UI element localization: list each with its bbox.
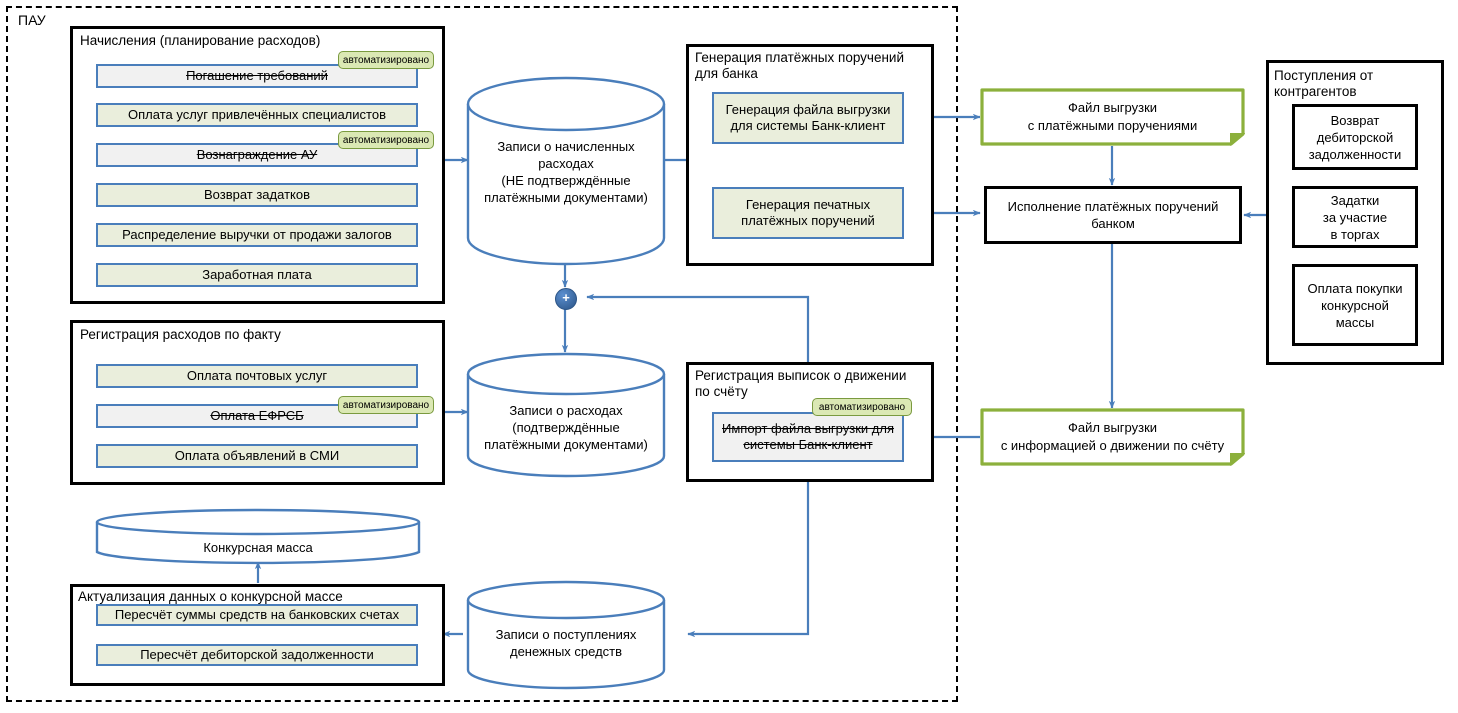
group-actualization-title: Актуализация данных о конкурсной массе xyxy=(78,589,343,604)
automation-tag-efrsb: автоматизировано xyxy=(338,396,434,414)
db-konkursnaya-massa: Конкурсная масса xyxy=(95,508,421,566)
proc-voznagrazhdenie-au[interactable]: Вознаграждение АУ xyxy=(96,143,418,167)
box-zadatki-za-uchastie: Задатки за участие в торгах xyxy=(1292,186,1418,248)
group-fact-expenses-title: Регистрация расходов по факту xyxy=(80,327,281,342)
file-payment-orders: Файл выгрузки с платёжными поручениями xyxy=(980,88,1245,146)
proc-pereschet-debitorskoi[interactable]: Пересчёт дебиторской задолженности xyxy=(96,644,418,666)
proc-zarabotnaya-plata[interactable]: Заработная плата xyxy=(96,263,418,287)
db-accrued-expenses-label: Записи о начисленных расходах (НЕ подтве… xyxy=(484,139,648,205)
db-accrued-expenses: Записи о начисленных расходах (НЕ подтве… xyxy=(466,76,666,266)
group-counterparties-title: Поступления от контрагентов xyxy=(1274,68,1374,99)
proc-oplata-pochtovyh-uslug[interactable]: Оплата почтовых услуг xyxy=(96,364,418,388)
proc-pereschet-summy-sredstv[interactable]: Пересчёт суммы средств на банковских сче… xyxy=(96,604,418,626)
proc-pogashenie-trebovanii[interactable]: Погашение требований xyxy=(96,64,418,88)
automation-tag-voznagrazhdenie: автоматизировано xyxy=(338,131,434,149)
group-accruals-title: Начисления (планирование расходов) xyxy=(80,33,321,48)
org-boundary xyxy=(6,6,958,702)
db-cash-receipts: Записи о поступлениях денежных средств xyxy=(466,580,666,690)
merge-junction xyxy=(555,288,577,310)
db-confirmed-expenses-label: Записи о расходах (подтверждённые платёж… xyxy=(484,403,648,452)
proc-raspredelenie-vyruchki[interactable]: Распределение выручки от продажи залогов xyxy=(96,223,418,247)
proc-import-export-file[interactable]: Импорт файла выгрузки для системы Банк-к… xyxy=(712,412,904,462)
automation-tag-pogashenie: автоматизировано xyxy=(338,51,434,69)
bank-execution-box: Исполнение платёжных поручений банком xyxy=(984,186,1242,244)
group-payment-orders-title: Генерация платёжных поручений для банка xyxy=(695,50,905,81)
file-account-statement-label: Файл выгрузки с информацией о движении п… xyxy=(1000,420,1225,453)
proc-oplata-uslug-specialistov[interactable]: Оплата услуг привлечённых специалистов xyxy=(96,103,418,127)
db-cash-receipts-label: Записи о поступлениях денежных средств xyxy=(495,627,637,659)
group-statements-title: Регистрация выписок о движении по счёту xyxy=(695,368,907,399)
proc-vozvrat-zadatkov[interactable]: Возврат задатков xyxy=(96,183,418,207)
file-account-statement: Файл выгрузки с информацией о движении п… xyxy=(980,408,1245,466)
org-boundary-label: ПАУ xyxy=(18,12,46,28)
box-vozvrat-debitorskoi: Возврат дебиторской задолженности xyxy=(1292,104,1418,170)
proc-generate-printed-orders[interactable]: Генерация печатных платёжных поручений xyxy=(712,187,904,239)
file-payment-orders-label: Файл выгрузки с платёжными поручениями xyxy=(1027,100,1198,133)
box-oplata-pokupki-massy: Оплата покупки конкурсной массы xyxy=(1292,264,1418,346)
group-actualization xyxy=(70,584,445,686)
proc-generate-export-file[interactable]: Генерация файла выгрузки для системы Бан… xyxy=(712,92,904,144)
db-konkursnaya-massa-label: Конкурсная масса xyxy=(203,540,313,555)
automation-tag-import: автоматизировано xyxy=(812,398,912,416)
db-confirmed-expenses: Записи о расходах (подтверждённые платёж… xyxy=(466,352,666,478)
proc-oplata-obyavlenii-smi[interactable]: Оплата объявлений в СМИ xyxy=(96,444,418,468)
